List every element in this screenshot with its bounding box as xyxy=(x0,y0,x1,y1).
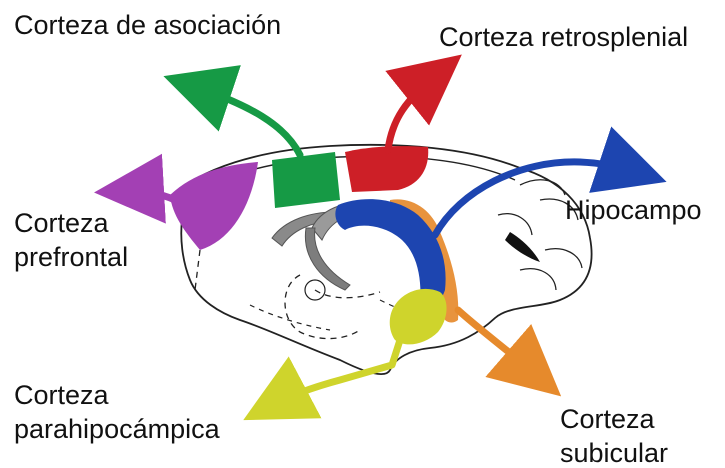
parahippocampal-label-line-1: Corteza xyxy=(14,378,220,412)
association-arrow xyxy=(190,85,300,155)
hippocampus-label-text: Hipocampo xyxy=(565,193,702,227)
prefrontal-cortex-label: Corteza prefrontal xyxy=(14,206,128,274)
parahippocampal-region xyxy=(390,289,447,345)
association-region xyxy=(272,152,340,208)
parahippocampal-label-line-2: parahipocámpica xyxy=(14,412,220,446)
association-cortex-label-text: Corteza de asociación xyxy=(14,8,281,42)
subicular-label-line-1: Corteza xyxy=(560,402,668,436)
prefrontal-region xyxy=(170,162,258,250)
brainstem-notch xyxy=(505,232,540,262)
association-cortex-label: Corteza de asociación xyxy=(14,8,281,42)
retrosplenial-cortex-label: Corteza retrosplenial xyxy=(439,20,688,54)
prefrontal-label-line-1: Corteza xyxy=(14,206,128,240)
hippocampus-label: Hipocampo xyxy=(565,193,702,227)
retrosplenial-cortex-label-text: Corteza retrosplenial xyxy=(439,20,688,54)
subicular-arrow xyxy=(458,310,540,378)
subicular-label-line-2: subicular xyxy=(560,436,668,468)
prefrontal-arrow xyxy=(122,191,175,200)
subicular-cortex-label: Corteza subicular xyxy=(560,402,668,468)
retrosplenial-arrow xyxy=(388,72,440,150)
prefrontal-label-line-2: prefrontal xyxy=(14,240,128,274)
parahippocampal-cortex-label: Corteza parahipocámpica xyxy=(14,378,220,446)
